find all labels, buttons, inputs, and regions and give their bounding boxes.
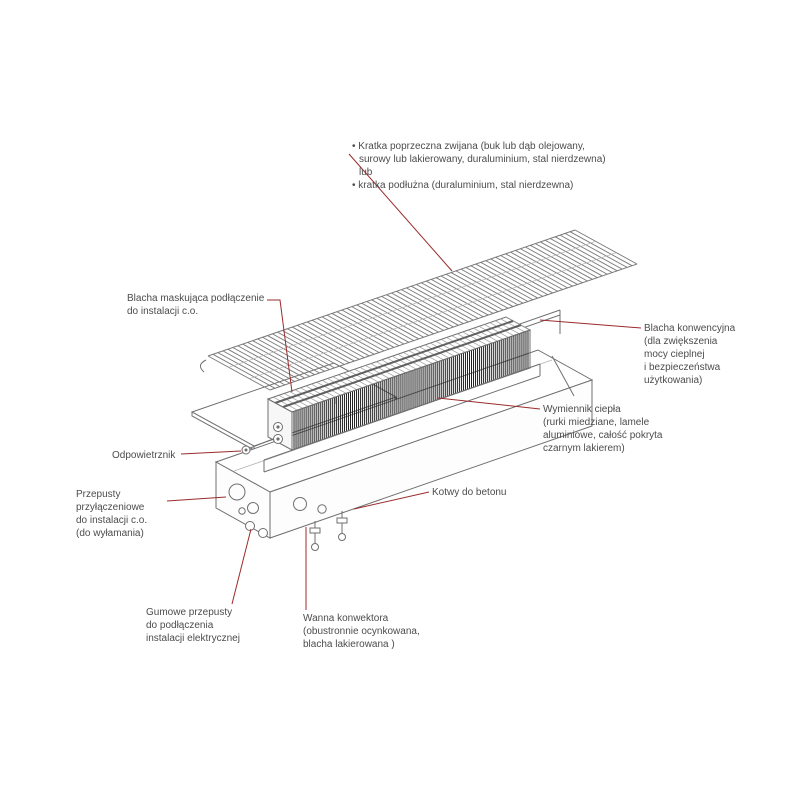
leader-blacha-maskujaca [267,299,293,393]
label-przepusty: Przepusty przyłączeniowe do instalacji c… [76,488,171,540]
label-line: aluminiowe, całość pokryta [543,430,663,441]
label-line: Kotwy do betonu [432,487,507,498]
label-line: mocy cieplnej [644,349,705,360]
label-line: (dla zwiększenia [644,336,718,347]
leader-przepusty [166,496,227,502]
label-line: Wymiennik ciepła [543,404,621,415]
leader-gumowe [231,528,252,605]
odpowietrznik-part [241,438,274,455]
label-kratka: • Kratka poprzeczna zwijana (buk lub dąb… [352,140,632,192]
label-line: do podłączenia [146,620,214,631]
leader-kotwy [353,491,430,510]
label-line: Gumowe przepusty [146,607,233,618]
leader-lines [166,153,642,610]
leader-wymiennik [437,397,541,410]
label-line: czarnym lakierem) [543,443,625,454]
assembly-tray-part [263,363,541,473]
label-line: użytkowania) [644,375,703,386]
label-line: Przepusty [76,489,121,500]
label-wymiennik: Wymiennik ciepła (rurki miedziane, lamel… [543,403,678,455]
label-line: (rurki miedziane, lamele [543,417,650,428]
label-wanna: Wanna konwektora (obustronnie ocynkowana… [303,612,428,651]
label-line: do instalacji c.o. [127,306,199,317]
leader-kratka [348,153,453,272]
label-blacha-konwekcyjna: Blacha konwencyjna (dla zwiększenia mocy… [644,322,754,387]
label-gumowe: Gumowe przepusty do podłączenia instalac… [146,606,266,645]
label-line: i bezpieczeństwa [644,362,721,373]
label-line: Blacha maskująca podłączenie [127,293,265,304]
gumowe-przepusty-part [245,521,268,538]
label-blacha-maskujaca: Blacha maskująca podłączenie do instalac… [127,292,277,318]
kotwy-part [309,511,348,551]
label-line: surowy lub lakierowany, duraluminium, st… [359,154,606,165]
label-odpowietrznik: Odpowietrznik [112,449,192,462]
wymiennik-ciepla-part [266,316,532,451]
label-line: Blacha konwencyjna [644,323,736,334]
label-line: przyłączeniowe [76,502,145,513]
przepusty-holes [228,483,327,515]
label-line: • kratka podłużna (duraluminium, stal ni… [352,180,574,191]
label-line: do instalacji c.o. [76,515,148,526]
label-line: Odpowietrznik [112,450,176,461]
label-line: (do wyłamania) [76,528,144,539]
label-kotwy: Kotwy do betonu [432,486,522,499]
grille-kratka-part [200,229,638,391]
label-line: (obustronnie ocynkowana, [303,626,420,637]
label-line: • Kratka poprzeczna zwijana (buk lub dąb… [352,141,585,152]
label-line: lub [359,167,373,178]
label-line: blacha lakierowana ) [303,639,395,650]
label-line: instalacji elektrycznej [146,633,240,644]
leader-odpowietrznik [180,450,242,455]
leader-blacha-konwekcyjna [539,319,642,329]
label-line: Wanna konwektora [303,613,389,624]
